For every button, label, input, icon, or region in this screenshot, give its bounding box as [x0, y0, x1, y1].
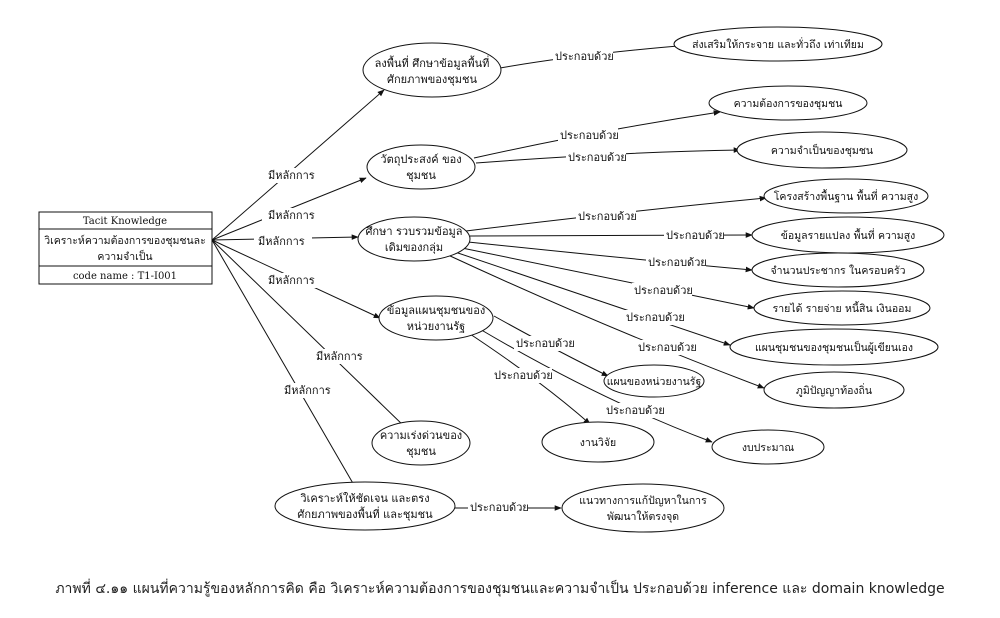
svg-text:ศึกษา รวบรวมข้อมูล: ศึกษา รวบรวมข้อมูล [365, 225, 462, 238]
principle-node-1: ลงพื้นที่ ศึกษาข้อมูลพื้นที่ ศักยภาพของช… [362, 42, 502, 98]
principle-node-4: ข้อมูลแผนชุมชนของ หน่วยงานรัฐ [378, 295, 494, 341]
edge-p3-d8 [454, 251, 731, 346]
label-consists-p3-d7: ประกอบด้วย [634, 284, 693, 297]
edge-p4-d12 [477, 327, 713, 443]
label-consists-p3-d6: ประกอบด้วย [648, 256, 707, 269]
principle-nodes: ลงพื้นที่ ศึกษาข้อมูลพื้นที่ ศักยภาพของช… [274, 42, 502, 531]
detail-node-7: รายได้ รายจ่าย หนี้สิน เงินออม [753, 290, 931, 326]
principle-node-2: วัตถุประสงค์ ของ ชุมชน [366, 144, 476, 190]
edges [211, 42, 767, 511]
edge-labels: มีหลักการ มีหลักการ มีหลักการ มีหลักการ … [254, 49, 725, 515]
svg-text:ศักยภาพของชุมชน: ศักยภาพของชุมชน [387, 73, 477, 86]
label-consists-p3-d5: ประกอบด้วย [666, 229, 725, 242]
detail-node-5: ข้อมูลรายแปลง พื้นที่ ความสูง [751, 216, 945, 254]
label-principle-2: มีหลักการ [268, 209, 315, 222]
detail-node-8: แผนชุมชนของชุมชนเป็นผู้เขียนเอง [729, 328, 939, 366]
edge-root-p6 [211, 239, 359, 493]
svg-text:พัฒนาให้ตรงจุด: พัฒนาให้ตรงจุด [607, 510, 679, 523]
detail-node-4: โครงสร้างพื้นฐาน พื้นที่ ความสูง [763, 178, 929, 214]
principle-node-5: ความเร่งด่วนของ ชุมชน [371, 420, 471, 466]
detail-node-12: งบประมาณ [711, 429, 825, 465]
label-principle-1: มีหลักการ [268, 169, 315, 182]
svg-text:รายได้ รายจ่าย หนี้สิน เงินออม: รายได้ รายจ่าย หนี้สิน เงินออม [773, 301, 912, 315]
root-code: code name : T1-I001 [73, 271, 177, 282]
label-consists-p3-d8: ประกอบด้วย [626, 311, 685, 324]
detail-node-1: ส่งเสริมให้กระจาย และทั่วถึง เท่าเทียม [673, 26, 883, 62]
label-consists-p2-d3: ประกอบด้วย [568, 151, 627, 164]
label-principle-4: มีหลักการ [268, 274, 315, 287]
detail-node-13: แนวทางการแก้ปัญหาในการ พัฒนาให้ตรงจุด [561, 483, 725, 533]
svg-text:ภูมิปัญญาท้องถิ่น: ภูมิปัญญาท้องถิ่น [796, 383, 872, 397]
root-body-line2: ความจำเป็น [97, 249, 152, 263]
root-title: Tacit Knowledge [83, 216, 167, 227]
principle-node-6: วิเคราะห์ให้ชัดเจน และตรง ศักยภาพของพื้น… [274, 481, 456, 531]
figure-caption: ภาพที่ ๔.๑๑ แผนที่ความรู้ของหลักการคิด ค… [55, 581, 945, 597]
label-consists-p2-d2: ประกอบด้วย [560, 129, 619, 142]
svg-text:ความต้องการของชุมชน: ความต้องการของชุมชน [734, 98, 843, 110]
svg-text:ส่งเสริมให้กระจาย และทั่วถึง เ: ส่งเสริมให้กระจาย และทั่วถึง เท่าเทียม [692, 37, 864, 51]
svg-text:โครงสร้างพื้นฐาน พื้นที่ ความส: โครงสร้างพื้นฐาน พื้นที่ ความสูง [774, 189, 918, 203]
detail-node-3: ความจำเป็นของชุมชน [736, 131, 908, 169]
label-principle-5: มีหลักการ [316, 350, 363, 363]
edge-root-p1 [211, 89, 385, 241]
svg-text:งบประมาณ: งบประมาณ [742, 442, 795, 454]
svg-text:ชุมชน: ชุมชน [406, 169, 436, 182]
label-consists-p6-d13: ประกอบด้วย [470, 501, 529, 514]
label-consists-p4-d11: ประกอบด้วย [494, 369, 553, 382]
svg-text:แผนของหน่วยงานรัฐ: แผนของหน่วยงานรัฐ [607, 376, 702, 388]
label-consists-p1-d1: ประกอบด้วย [555, 50, 614, 63]
svg-text:ศักยภาพของพื้นที่ และชุมชน: ศักยภาพของพื้นที่ และชุมชน [297, 506, 433, 521]
svg-text:เดิมของกลุ่ม: เดิมของกลุ่ม [385, 241, 443, 254]
detail-node-11: งานวิจัย [541, 421, 655, 463]
detail-node-2: ความต้องการของชุมชน [708, 85, 868, 121]
svg-text:จำนวนประชากร ในครอบครัว: จำนวนประชากร ในครอบครัว [770, 264, 905, 277]
svg-text:หน่วยงานรัฐ: หน่วยงานรัฐ [407, 320, 465, 333]
edge-p3-d7 [461, 247, 755, 310]
edge-root-p5 [211, 239, 407, 429]
svg-text:ข้อมูลรายแปลง พื้นที่ ความสูง: ข้อมูลรายแปลง พื้นที่ ความสูง [781, 228, 916, 242]
label-consists-p4-d12: ประกอบด้วย [606, 404, 665, 417]
svg-text:ข้อมูลแผนชุมชนของ: ข้อมูลแผนชุมชนของ [387, 304, 485, 317]
label-principle-3: มีหลักการ [258, 235, 305, 248]
root-body-line1: วิเคราะห์ความต้องการของชุมชนละ [44, 234, 206, 247]
label-consists-p3-d9: ประกอบด้วย [638, 341, 697, 354]
svg-text:ความจำเป็นของชุมชน: ความจำเป็นของชุมชน [771, 143, 873, 157]
svg-text:งานวิจัย: งานวิจัย [580, 437, 616, 449]
detail-node-10: แผนของหน่วยงานรัฐ [603, 364, 705, 398]
svg-text:วัตถุประสงค์ ของ: วัตถุประสงค์ ของ [380, 153, 461, 166]
svg-text:ชุมชน: ชุมชน [406, 445, 436, 458]
svg-text:ความเร่งด่วนของ: ความเร่งด่วนของ [380, 429, 462, 442]
label-principle-6: มีหลักการ [284, 384, 331, 397]
svg-text:แผนชุมชนของชุมชนเป็นผู้เขียนเอ: แผนชุมชนของชุมชนเป็นผู้เขียนเอง [755, 340, 913, 354]
root-node: Tacit Knowledge วิเคราะห์ความต้องการของช… [38, 211, 213, 285]
detail-node-6: จำนวนประชากร ในครอบครัว [751, 252, 925, 288]
detail-node-9: ภูมิปัญญาท้องถิ่น [763, 371, 905, 409]
label-consists-p3-d4: ประกอบด้วย [578, 210, 637, 223]
detail-nodes: ส่งเสริมให้กระจาย และทั่วถึง เท่าเทียม ค… [541, 26, 945, 533]
svg-text:ลงพื้นที่ ศึกษาข้อมูลพื้นที่: ลงพื้นที่ ศึกษาข้อมูลพื้นที่ [375, 55, 490, 70]
svg-text:วิเคราะห์ให้ชัดเจน และตรง: วิเคราะห์ให้ชัดเจน และตรง [300, 492, 430, 505]
svg-text:แนวทางการแก้ปัญหาในการ: แนวทางการแก้ปัญหาในการ [579, 494, 707, 507]
edge-p3-d6 [467, 241, 753, 273]
edge-p3-d9 [447, 254, 765, 389]
label-consists-p4-d10: ประกอบด้วย [516, 337, 575, 350]
principle-node-3: ศึกษา รวบรวมข้อมูล เดิมของกลุ่ม [357, 216, 471, 262]
